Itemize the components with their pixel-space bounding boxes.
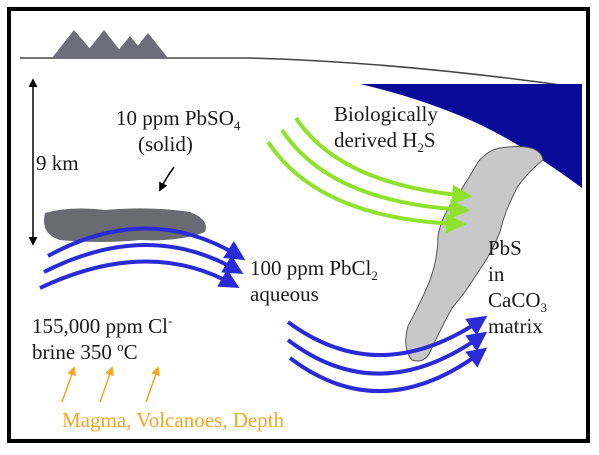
brine-label-line2: brine 350 oC bbox=[32, 339, 138, 365]
pbcl2-state-label: aqueous bbox=[250, 282, 319, 306]
mountains-icon bbox=[52, 30, 168, 58]
pbso4-text: 10 ppm PbSO bbox=[116, 106, 234, 130]
pbcl2-text: 100 ppm PbCl bbox=[250, 256, 372, 280]
pbcl2-label: 100 ppm PbCl2 bbox=[250, 255, 378, 284]
pbs-label-line1: PbS bbox=[488, 236, 522, 260]
solid-pbso4-layer bbox=[44, 208, 206, 242]
pbs-label-line3: CaCO3 bbox=[488, 287, 547, 316]
degree-superscript: o bbox=[117, 339, 124, 354]
h2s-flow-arrows bbox=[266, 116, 472, 234]
h2s-suffix: S bbox=[423, 128, 436, 152]
pbs-label-line2: in bbox=[488, 262, 505, 286]
caco3-text: CaCO bbox=[488, 288, 541, 312]
chloride-superscript: - bbox=[167, 313, 173, 328]
bio-label-line1: Biologically bbox=[334, 102, 438, 126]
pbcl2-flow-arrows-lower bbox=[286, 315, 488, 393]
brine-flow-arrows-upper bbox=[39, 226, 246, 290]
h2s-text: derived H bbox=[334, 128, 418, 152]
pbcl2-subscript: 2 bbox=[371, 268, 378, 284]
brine-label-line1: 155,000 ppm Cl- bbox=[32, 313, 172, 339]
h2s-subscript: 2 bbox=[417, 140, 424, 156]
heat-source-label: Magma, Volcanoes, Depth bbox=[62, 408, 285, 432]
celsius-suffix: C bbox=[123, 340, 138, 364]
caco3-subscript: 3 bbox=[540, 300, 548, 316]
pbso4-label: 10 ppm PbSO4 bbox=[116, 105, 240, 134]
brine-temp-text: brine 350 bbox=[32, 340, 118, 364]
depth-label: 9 km bbox=[36, 151, 79, 175]
bio-label-line2: derived H2S bbox=[334, 127, 436, 156]
pbso4-subscript: 4 bbox=[233, 118, 241, 134]
heat-source-arrows bbox=[61, 366, 160, 403]
pbs-label-line4: matrix bbox=[488, 314, 543, 338]
surface-line bbox=[20, 57, 583, 89]
brine-chloride-text: 155,000 ppm Cl bbox=[32, 314, 168, 338]
sea-body bbox=[360, 84, 582, 188]
pointer-arrow-icon bbox=[159, 166, 175, 192]
pbso4-state-label: (solid) bbox=[138, 132, 193, 156]
